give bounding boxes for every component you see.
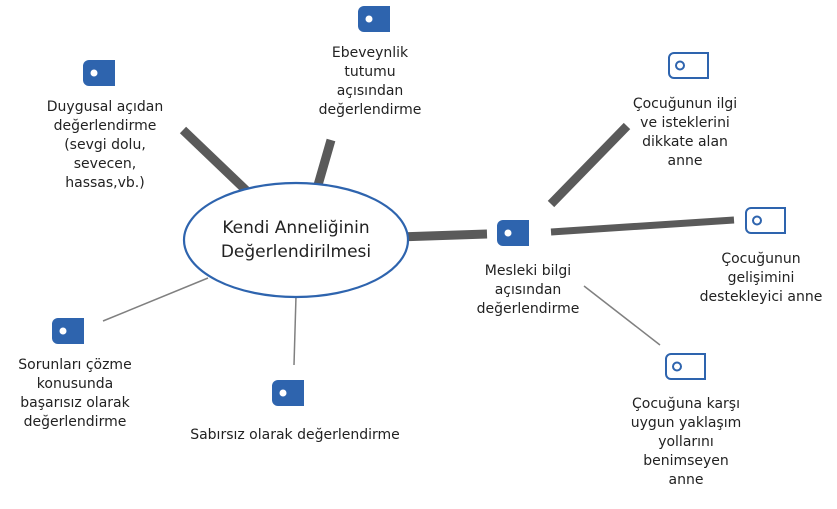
connector-interests [547, 122, 631, 208]
tag-filled-icon [497, 220, 529, 246]
connector-problems [102, 277, 209, 322]
tag-outline-icon [668, 52, 709, 79]
tag-filled-icon [358, 6, 390, 32]
node-interests: Çocuğunun ilgi ve isteklerini dikkate al… [632, 96, 738, 169]
connector-impatient [293, 295, 297, 366]
connector-center-professional [397, 229, 488, 242]
tag-outline-icon [665, 353, 706, 380]
node-approach: Çocuğuna karşı uygun yaklaşım yollarını … [630, 396, 742, 488]
connector-approach [583, 285, 661, 346]
center-title: Kendi Anneliğinin Değerlendirilmesi [220, 218, 372, 262]
center-ellipse [182, 181, 410, 299]
connector-development [550, 216, 735, 236]
node-problems: Sorunları çözme konusunda başarısız olar… [18, 357, 132, 430]
node-development: Çocuğunun gelişimini destekleyici anne [699, 251, 823, 305]
node-emotional: Duygusal açıdan değerlendirme (sevgi dol… [46, 99, 164, 191]
node-impatient: Sabırsız olarak değerlendirme [190, 427, 400, 443]
node-parental: Ebeveynlik tutumu açısından değerlendirm… [318, 45, 422, 118]
tag-filled-icon [52, 318, 84, 344]
tag-outline-icon [745, 207, 786, 234]
tag-filled-icon [83, 60, 115, 86]
node-professional: Mesleki bilgi açısından değerlendirme [476, 263, 580, 317]
tag-filled-icon [272, 380, 304, 406]
connector-emotional [179, 126, 256, 200]
